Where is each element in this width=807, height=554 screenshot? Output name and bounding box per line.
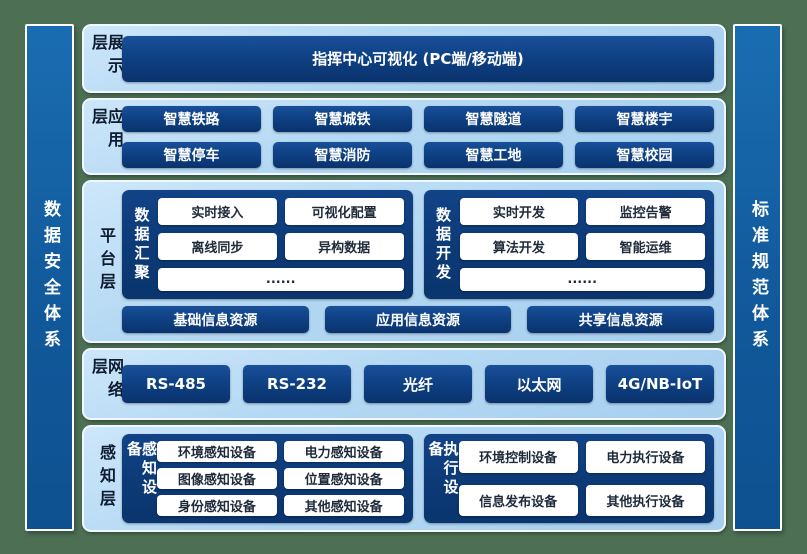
resource-node: 应用信息资源	[324, 306, 512, 333]
group-data-aggregation: 数据汇聚 实时接入 可视化配置 离线同步 异构数据 ......	[122, 190, 413, 299]
network-node: RS-485	[122, 365, 230, 403]
application-node: 智慧楼宇	[575, 105, 714, 132]
application-node: 智慧铁路	[122, 105, 261, 132]
application-node: 智慧停车	[122, 141, 261, 168]
layer-stack: 展示层 指挥中心可视化 (PC端/移动端) 应用层 智慧铁路 智慧城铁 智慧隧道…	[82, 24, 726, 532]
platform-capability-more: ......	[158, 268, 404, 291]
pillar-data-security: 数据安全体系	[25, 24, 74, 531]
group-execution-devices: 执行设备 环境控制设备 电力执行设备 信息发布设备 其他执行设备	[423, 434, 714, 523]
platform-capability: 智能运维	[586, 233, 705, 260]
layer-content-network: RS-485 RS-232 光纤 以太网 4G/NB-IoT	[122, 358, 714, 410]
group-data-development: 数据开发 实时开发 监控告警 算法开发 智能运维 ......	[423, 190, 714, 299]
layer-label-perception: 感知层	[97, 444, 116, 513]
group-sensing-devices-label: 感知设备	[125, 441, 158, 498]
platform-capability: 实时开发	[459, 198, 579, 225]
resource-node: 基础信息资源	[122, 306, 309, 333]
layer-content-display: 指挥中心可视化 (PC端/移动端)	[122, 34, 714, 83]
group-data-development-label: 数据开发	[434, 206, 452, 283]
platform-capability: 监控告警	[586, 198, 705, 225]
layer-panel-platform: 平台层 数据汇聚 实时接入 可视化配置 离线同步 异构数据 ......	[82, 180, 726, 343]
layer-label-platform: 平台层	[97, 227, 116, 296]
platform-capability: 实时接入	[158, 198, 277, 225]
group-sensing-devices: 感知设备 环境感知设备 电力感知设备 图像感知设备 位置感知设备 身份感知设备 …	[122, 434, 413, 523]
layer-content-platform: 数据汇聚 实时接入 可视化配置 离线同步 异构数据 ...... 数据开发 实时…	[122, 190, 715, 333]
layer-content-perception: 感知设备 环境感知设备 电力感知设备 图像感知设备 位置感知设备 身份感知设备 …	[122, 434, 714, 523]
node-command-center-visualization: 指挥中心可视化 (PC端/移动端)	[122, 35, 714, 82]
platform-capability: 异构数据	[284, 233, 404, 260]
platform-resources: 基础信息资源 应用信息资源 共享信息资源	[122, 306, 715, 333]
application-node: 智慧校园	[575, 141, 714, 168]
pillar-data-security-label: 数据安全体系	[40, 199, 60, 356]
group-execution-devices-label: 执行设备	[426, 441, 460, 498]
application-node: 智慧消防	[273, 141, 412, 168]
pillar-standards: 标准规范体系	[733, 24, 782, 531]
application-node: 智慧城铁	[273, 105, 412, 132]
platform-capability: 算法开发	[459, 233, 579, 260]
group-sensing-devices-grid: 环境感知设备 电力感知设备 图像感知设备 位置感知设备 身份感知设备 其他感知设…	[157, 441, 404, 516]
layer-panel-application: 应用层 智慧铁路 智慧城铁 智慧隧道 智慧楼宇 智慧停车 智慧消防 智慧工地 智…	[82, 98, 726, 175]
layer-panel-perception: 感知层 感知设备 环境感知设备 电力感知设备 图像感知设备 位置感知设备 身份感…	[82, 425, 726, 532]
layer-label-display: 展示层	[89, 34, 124, 80]
device-node: 电力执行设备	[585, 441, 705, 473]
group-data-aggregation-grid: 实时接入 可视化配置 离线同步 异构数据 ......	[158, 198, 404, 291]
device-node: 信息发布设备	[458, 484, 578, 516]
application-node: 智慧隧道	[424, 105, 563, 132]
pillar-standards-label: 标准规范体系	[748, 199, 768, 356]
application-node: 智慧工地	[424, 141, 563, 168]
layer-panel-display: 展示层 指挥中心可视化 (PC端/移动端)	[82, 24, 726, 93]
platform-groups: 数据汇聚 实时接入 可视化配置 离线同步 异构数据 ...... 数据开发 实时…	[122, 190, 714, 299]
device-node: 身份感知设备	[157, 495, 277, 516]
layer-label-application: 应用层	[89, 108, 124, 154]
device-node: 图像感知设备	[157, 468, 277, 489]
device-node: 环境控制设备	[458, 441, 578, 473]
device-node: 其他感知设备	[283, 495, 404, 516]
group-data-aggregation-label: 数据汇聚	[132, 206, 151, 283]
device-node: 电力感知设备	[283, 441, 404, 462]
layer-label-network: 网络层	[89, 358, 124, 404]
network-node: RS-232	[243, 365, 351, 403]
platform-capability: 离线同步	[158, 233, 277, 260]
device-node: 其他执行设备	[585, 484, 705, 516]
network-node: 4G/NB-IoT	[606, 365, 714, 403]
network-node: 以太网	[485, 365, 593, 403]
device-node: 环境感知设备	[157, 441, 277, 462]
layer-panel-network: 网络层 RS-485 RS-232 光纤 以太网 4G/NB-IoT	[82, 348, 726, 420]
platform-capability: 可视化配置	[284, 198, 404, 225]
layer-content-application: 智慧铁路 智慧城铁 智慧隧道 智慧楼宇 智慧停车 智慧消防 智慧工地 智慧校园	[122, 105, 714, 168]
group-data-development-grid: 实时开发 监控告警 算法开发 智能运维 ......	[459, 198, 705, 291]
network-node: 光纤	[364, 365, 472, 403]
resource-node: 共享信息资源	[527, 306, 715, 333]
platform-capability-more: ......	[459, 268, 705, 291]
group-execution-devices-grid: 环境控制设备 电力执行设备 信息发布设备 其他执行设备	[458, 441, 705, 516]
device-node: 位置感知设备	[283, 468, 404, 489]
